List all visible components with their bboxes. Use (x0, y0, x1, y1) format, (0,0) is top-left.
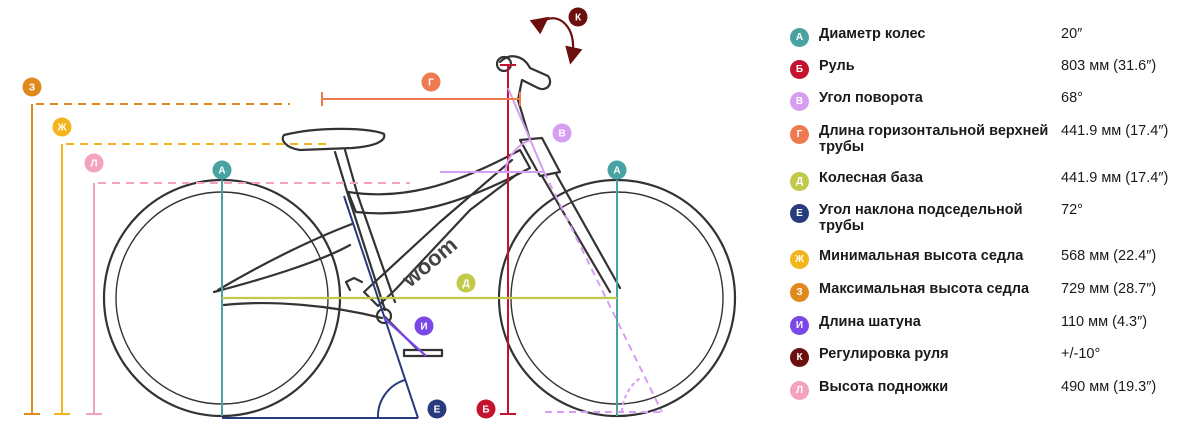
diagram-badge-l: Л (84, 153, 104, 173)
top-tube (346, 148, 532, 215)
svg-text:К: К (575, 13, 582, 24)
spec-row-d: Д Колесная база 441.9 мм (17.4″) (790, 170, 1168, 191)
svg-text:Б: Б (482, 405, 489, 416)
diagram-badge-e: Е (427, 399, 447, 419)
spec-badge: И (790, 316, 809, 335)
spec-value: 803 мм (31.6″) (1061, 58, 1157, 74)
chain-stay (212, 243, 384, 320)
pedal (402, 348, 444, 358)
spec-value: 20″ (1061, 26, 1083, 42)
kickstand (344, 276, 364, 292)
fork (540, 172, 622, 294)
dim-g-min-saddle (54, 143, 330, 415)
spec-label: Диаметр колес (819, 26, 926, 42)
spec-row-h: З Максимальная высота седла 729 мм (28.7″) (790, 281, 1156, 302)
spec-row-c: В Угол поворота 68° (790, 90, 1083, 111)
seat-post (333, 148, 360, 200)
spec-label: Высота подножки (819, 379, 949, 395)
diagram-badge-c: В (552, 123, 572, 143)
diagram-badge-h: З (22, 77, 42, 97)
svg-text:И: И (420, 322, 427, 333)
saddle (281, 127, 386, 152)
spec-badge: А (790, 28, 809, 47)
diagram-badge-g: Ж (52, 117, 72, 137)
dim-l-standover (86, 182, 410, 415)
spec-badge: Л (790, 381, 809, 400)
spec-badge: К (790, 348, 809, 367)
seat-stay (216, 222, 354, 292)
svg-text:А: А (218, 166, 225, 177)
spec-value: 729 мм (28.7″) (1061, 281, 1157, 297)
spec-label: Длина горизонтальной верхней трубы (819, 123, 1049, 155)
dim-e-seat-angle (222, 195, 419, 419)
dim-b-handlebar (500, 64, 516, 415)
spec-row-a: А Диаметр колес 20″ (790, 26, 1082, 47)
spec-badge: Е (790, 204, 809, 223)
spec-row-k: К Регулировка руля +/-10° (790, 346, 1100, 367)
spec-value: 68° (1061, 90, 1083, 106)
svg-text:Г: Г (428, 78, 434, 89)
spec-label: Длина шатуна (819, 314, 921, 330)
dim-h-max-saddle (24, 103, 290, 415)
spec-value: 110 мм (4.3″) (1061, 314, 1148, 330)
dim-i-crank (383, 317, 427, 357)
spec-badge: З (790, 283, 809, 302)
spec-value: +/-10° (1061, 346, 1101, 362)
bike-outline (102, 55, 737, 418)
head-tube (518, 136, 562, 178)
handlebar (498, 55, 552, 102)
spec-label: Угол наклона подседельной трубы (819, 202, 1023, 234)
svg-text:А: А (613, 166, 620, 177)
spec-badge: Д (790, 172, 809, 191)
spec-row-l: Л Высота подножки 490 мм (19.3″) (790, 379, 1156, 400)
spec-row-i: И Длина шатуна 110 мм (4.3″) (790, 314, 1147, 335)
spec-badge: Б (790, 60, 809, 79)
seat-tube (347, 194, 397, 312)
spec-value: 441.9 мм (17.4″) (1061, 170, 1169, 186)
svg-text:З: З (29, 83, 35, 94)
svg-text:Д: Д (462, 279, 469, 290)
dim-c-head-angle (440, 87, 665, 413)
dim-f-top-tube (321, 92, 521, 106)
diagram-badge-i: И (414, 316, 434, 336)
svg-text:Е: Е (434, 405, 441, 416)
diagram-badges: З Ж Л А А Г В Д И Е Б К (22, 7, 627, 419)
svg-text:В: В (558, 129, 565, 140)
down-tube (362, 158, 522, 308)
spec-label: Минимальная высота седла (819, 248, 1024, 264)
spec-row-f: Г Длина горизонтальной верхней трубы 441.9… (790, 123, 1168, 155)
spec-label: Колесная база (819, 170, 923, 186)
spec-label: Регулировка руля (819, 346, 949, 362)
spec-value: 72° (1061, 202, 1083, 218)
spec-label: Руль (819, 58, 855, 74)
spec-badge: Ж (790, 250, 809, 269)
svg-text:Л: Л (90, 159, 97, 170)
spec-label: Угол поворота (819, 90, 923, 106)
diagram-badge-a: А (212, 160, 232, 180)
spec-row-b: Б Руль 803 мм (31.6″) (790, 58, 1156, 79)
diagram-badge-f: Г (421, 72, 441, 92)
crank-axle (375, 307, 393, 325)
bike-geometry-diagram: woom (22, 7, 737, 419)
svg-text:Ж: Ж (56, 123, 67, 134)
dim-k-rotation (529, 16, 583, 65)
diagram-badge-k: К (568, 7, 588, 27)
spec-row-g: Ж Минимальная высота седла 568 мм (22.4″) (790, 248, 1156, 269)
brand-logo: woom (396, 232, 462, 293)
diagram-badge-a-2: А (607, 160, 627, 180)
diagram-badge-b: Б (476, 399, 496, 419)
spec-value: 490 мм (19.3″) (1061, 379, 1157, 395)
spec-badge: В (790, 92, 809, 111)
spec-badge: Г (790, 125, 809, 144)
diagram-badge-d: Д (456, 273, 476, 293)
spec-value: 441.9 мм (17.4″) (1061, 123, 1169, 139)
spec-value: 568 мм (22.4″) (1061, 248, 1157, 264)
spec-label: Максимальная высота седла (819, 281, 1030, 297)
spec-row-e: Е Угол наклона подседельной трубы 72° (790, 202, 1083, 234)
